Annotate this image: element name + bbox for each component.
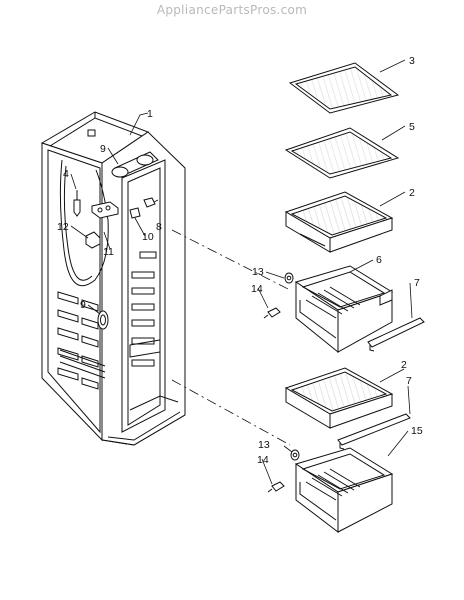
- crisper-cover-upper: [284, 191, 394, 253]
- leader-lines: [70, 59, 413, 485]
- slide-rails: [337, 317, 425, 450]
- callout-7-lower: 7: [406, 375, 412, 387]
- callout-9-lower: 9: [80, 299, 86, 311]
- watermark: AppliancePartsPros.com: [156, 3, 308, 17]
- callout-12: 12: [57, 221, 69, 233]
- callout-15: 15: [411, 425, 423, 437]
- cabinet-liner: [40, 111, 186, 446]
- glass-shelf-middle: [284, 127, 400, 179]
- assembly-dashed-lines: [171, 229, 291, 446]
- crisper-drawer-lower: [294, 447, 394, 534]
- glass-shelf-top: [288, 62, 400, 114]
- callout-14-upper: 14: [251, 283, 263, 295]
- callout-9-upper: 9: [100, 143, 106, 155]
- callout-10: 10: [142, 231, 154, 243]
- callout-7-upper: 7: [414, 277, 420, 289]
- callout-11: 11: [103, 246, 114, 258]
- callout-2-lower: 2: [401, 359, 407, 371]
- callout-6: 6: [376, 254, 382, 266]
- callout-13-lower: 13: [258, 439, 270, 451]
- crisper-cover-lower: [284, 367, 394, 429]
- cabinet-small-parts: [73, 190, 156, 330]
- callout-3: 3: [409, 55, 415, 67]
- hardware-screws: [263, 272, 300, 493]
- callout-2-upper: 2: [409, 187, 415, 199]
- callout-labels: 1 3 5 2 6 7 2 7 15 9 4 8 10 12 11 9 13 1…: [57, 55, 423, 466]
- callout-8: 8: [156, 221, 162, 233]
- callout-5: 5: [409, 121, 415, 133]
- callout-13-upper: 13: [252, 266, 264, 278]
- crisper-drawer-upper: [294, 265, 394, 354]
- callout-14-lower: 14: [257, 454, 269, 466]
- callout-4: 4: [63, 168, 69, 180]
- callout-1: 1: [147, 108, 153, 120]
